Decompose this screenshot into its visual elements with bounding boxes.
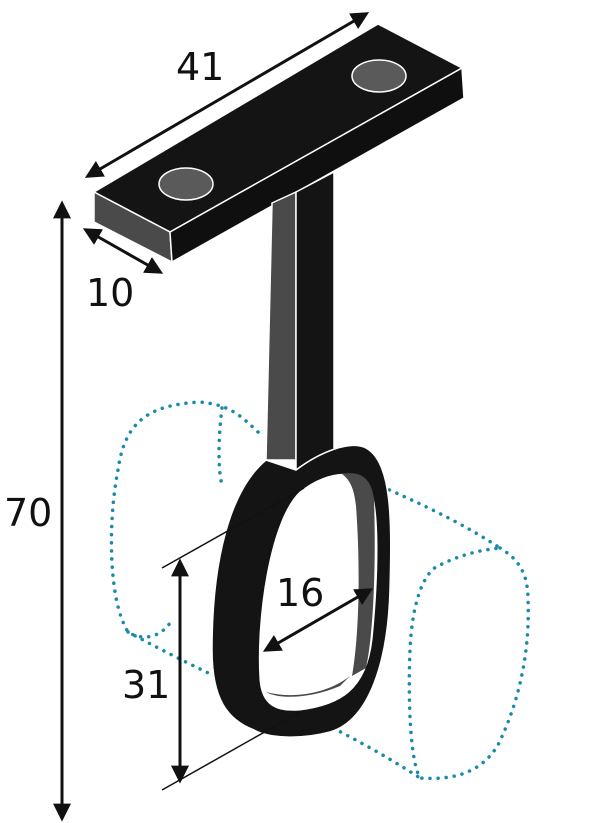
width-arrow [82,228,164,274]
length-label: 41 [176,45,224,89]
width-label: 10 [86,271,134,315]
height-label: 70 [4,491,52,535]
dotted-rail-outline [109,400,530,781]
rail-back-profile [109,400,260,639]
stem-side [265,190,297,461]
rail-back-inner [217,406,224,487]
oval-width-label: 16 [276,571,324,615]
mounting-hole-icon [351,59,407,93]
length-arrow [84,12,370,178]
stem [265,170,335,472]
oval-width-arrow [262,588,374,652]
oval-height-extension-bottom [161,711,301,791]
oval-height-label: 31 [122,663,170,707]
dimension-lines [53,12,374,822]
ring-inner-bottom [266,676,350,697]
rail-top-edge [343,468,502,550]
oval-height-extension-top [161,487,305,569]
rail-front-profile [407,546,530,781]
mounting-hole-icon [158,167,214,201]
stem-front [295,170,335,472]
